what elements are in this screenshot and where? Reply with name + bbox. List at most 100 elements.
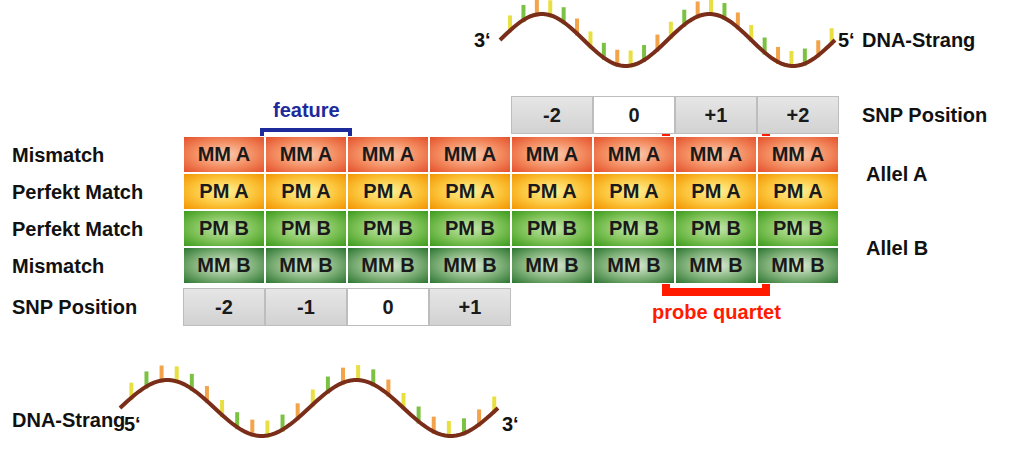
probe-cell: MM A	[675, 136, 757, 173]
probe-name: PM A	[773, 180, 822, 203]
probe-name: PM B	[609, 217, 659, 240]
probe-name: PM B	[445, 217, 495, 240]
snp-position-number: 0	[382, 296, 393, 319]
probe-name: MM A	[526, 143, 579, 166]
probe-cell: PM B	[265, 210, 347, 247]
probe-cell: MM A	[429, 136, 511, 173]
probe-name: PM B	[199, 217, 249, 240]
probe-cell: MM A	[757, 136, 839, 173]
probe-name: PM B	[527, 217, 577, 240]
probe-cell: PM A	[511, 173, 593, 210]
probe-cell: PM A	[675, 173, 757, 210]
probe-name: MM B	[771, 254, 824, 277]
probe-cell: MM B	[511, 247, 593, 284]
snp-position-cell: +1	[429, 288, 511, 326]
probe-name: PM A	[199, 180, 248, 203]
probe-cell: PM B	[347, 210, 429, 247]
axis-label: SNP Position	[862, 104, 987, 126]
probe-cell: MM B	[593, 247, 675, 284]
strand-label: DNA-Strang	[862, 29, 975, 51]
snp-position-number: -2	[543, 104, 561, 127]
probe-name: PM B	[363, 217, 413, 240]
dna-backbone	[500, 14, 835, 66]
probe-name: PM B	[691, 217, 741, 240]
probe-name: MM B	[607, 254, 660, 277]
strand-end: 3‘	[474, 29, 491, 51]
probe-name: PM A	[527, 180, 576, 203]
probe-name: PM A	[281, 180, 330, 203]
probe-name: MM B	[197, 254, 250, 277]
feature-label: feature	[273, 99, 340, 121]
probe-name: MM B	[361, 254, 414, 277]
probe-cell: PM B	[675, 210, 757, 247]
probe-cell: PM A	[429, 173, 511, 210]
snp-position-number: 0	[628, 104, 639, 127]
probe-name: PM B	[773, 217, 823, 240]
probe-name: MM A	[772, 143, 825, 166]
probe-name: MM B	[279, 254, 332, 277]
probe-cell: MM B	[757, 247, 839, 284]
row-label: Mismatch	[12, 255, 104, 277]
probe-cell: MM B	[183, 247, 265, 284]
probe-name: PM A	[363, 180, 412, 203]
probe-cell: MM A	[265, 136, 347, 173]
probe-cell: PM A	[593, 173, 675, 210]
probe-name: PM A	[691, 180, 740, 203]
row-label: Perfekt Match	[12, 181, 143, 203]
allele-label: Allel B	[866, 237, 928, 259]
probe-quartet-label: probe quartet	[652, 301, 781, 323]
probe-cell: MM A	[183, 136, 265, 173]
probe-cell: MM B	[347, 247, 429, 284]
probe-name: MM A	[198, 143, 251, 166]
probe-name: MM B	[443, 254, 496, 277]
snp-position-number: +2	[787, 104, 810, 127]
snp-position-number: -1	[297, 296, 315, 319]
strand-label: DNA-Strang	[12, 409, 125, 431]
probe-cell: PM B	[757, 210, 839, 247]
probe-name: PM B	[281, 217, 331, 240]
snp-position-number: +1	[705, 104, 728, 127]
probe-cell: PM B	[429, 210, 511, 247]
snp-position-number: -2	[215, 296, 233, 319]
strand-end: 3‘	[502, 413, 519, 435]
row-label: Mismatch	[12, 144, 104, 166]
probe-cell: PM B	[511, 210, 593, 247]
dna-backbone	[120, 380, 498, 436]
snp-position-cell: 0	[593, 96, 675, 134]
probe-cell: PM B	[593, 210, 675, 247]
snp-position-cell: -1	[265, 288, 347, 326]
probe-cell: MM A	[511, 136, 593, 173]
probe-cell: PM A	[757, 173, 839, 210]
probe-cell: MM B	[429, 247, 511, 284]
probe-name: MM A	[608, 143, 661, 166]
row-label: Perfekt Match	[12, 218, 143, 240]
probe-cell: PM A	[183, 173, 265, 210]
snp-position-number: +1	[459, 296, 482, 319]
probe-cell: MM B	[675, 247, 757, 284]
dna-strands	[120, 0, 835, 438]
allele-label: Allel A	[866, 163, 928, 185]
axis-label: SNP Position	[12, 296, 137, 318]
feature-outline	[262, 130, 350, 176]
probe-name: PM A	[445, 180, 494, 203]
snp-position-cell: 0	[347, 288, 429, 326]
probe-cell: PM A	[347, 173, 429, 210]
probe-cell: MM B	[265, 247, 347, 284]
strand-end: 5‘	[838, 29, 855, 51]
snp-position-cell: +2	[757, 96, 839, 134]
probe-cell: PM B	[183, 210, 265, 247]
probe-cell: MM A	[593, 136, 675, 173]
snp-position-cell: -2	[511, 96, 593, 134]
strand-end: 5‘	[124, 413, 141, 435]
snp-position-cell: +1	[675, 96, 757, 134]
probe-quartet-outline	[666, 128, 766, 292]
snp-position-cell: -2	[183, 288, 265, 326]
probe-cell: PM A	[265, 173, 347, 210]
probe-name: MM A	[690, 143, 743, 166]
probe-name: MM A	[280, 143, 333, 166]
probe-name: MM B	[525, 254, 578, 277]
probe-name: MM A	[362, 143, 415, 166]
probe-name: PM A	[609, 180, 658, 203]
probe-name: MM A	[444, 143, 497, 166]
